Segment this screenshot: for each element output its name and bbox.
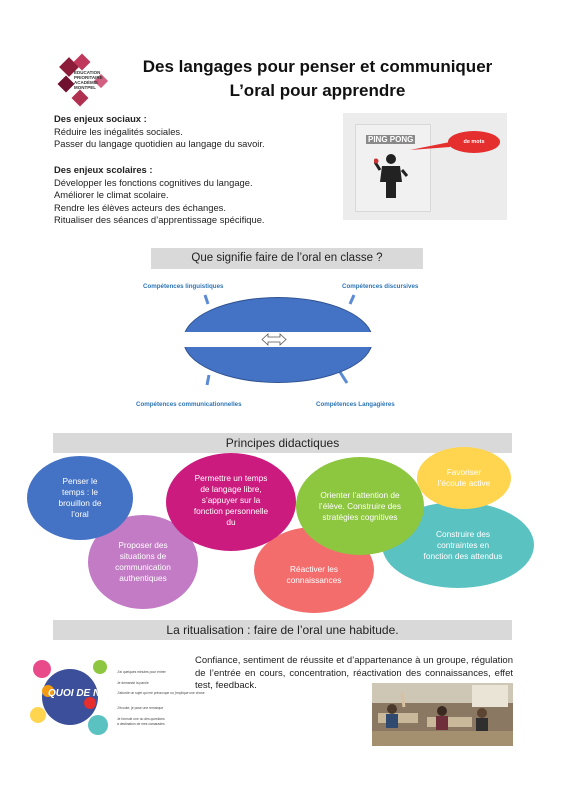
ritual-step: à destination de mes camarades: [117, 722, 165, 726]
quoi-de-neuf-text: QUOI DE NEUF ?: [48, 688, 130, 699]
section-title-oral: Que signifie faire de l’oral en classe ?: [151, 248, 423, 269]
ritual-step: Je demande la parole: [117, 681, 149, 685]
competence-discursive: Compétences discursives: [342, 283, 419, 290]
competence-language: Compétences Langagières: [316, 401, 395, 408]
page-title: Des langages pour penser et communiquer: [142, 57, 493, 76]
school-item: Rendre les élèves acteurs des échanges.: [54, 201, 226, 213]
ritual-step: Je formule une ou des questions: [117, 717, 165, 721]
page-subtitle: L’oral pour apprendre: [229, 81, 406, 100]
quoi-de-neuf-logo: [28, 655, 114, 741]
logo-text: ÉDUCATION PRIORITAIRE ACADÉMIE MONTPEL: [74, 70, 103, 90]
principle-free-language: Permettre un temps de langage libre, s’a…: [166, 453, 296, 551]
school-heading: Des enjeux scolaires :: [54, 164, 153, 175]
double-arrow-icon: [261, 333, 287, 346]
principle-listening: Favoriser l’écoute active: [417, 447, 511, 509]
social-issues: Des enjeux sociaux : Réduire les inégali…: [54, 113, 265, 151]
competence-linguistic: Compétences linguistiques: [143, 283, 224, 290]
school-item: Développer les fonctions cognitives du l…: [54, 176, 253, 188]
school-issues: Des enjeux scolaires : Développer les fo…: [54, 164, 265, 227]
academy-logo: [57, 53, 109, 107]
classroom-photo: [372, 683, 513, 746]
section-title-principles: Principes didactiques: [53, 433, 512, 453]
principle-think-time: Penser le temps : le brouillon de l’oral: [27, 456, 133, 540]
bubble-pointer: [410, 142, 450, 150]
school-item: Ritualiser des séances d’apprentissage s…: [54, 214, 265, 226]
section-title-ritual: La ritualisation : faire de l’oral une h…: [53, 620, 512, 640]
principle-attention: Orienter l’attention de l’élève. Constru…: [296, 457, 424, 555]
pingpong-title: PING PONG: [366, 135, 416, 144]
social-item: Réduire les inégalités sociales.: [54, 125, 183, 137]
school-item: Améliorer le climat scolaire.: [54, 189, 169, 201]
social-heading: Des enjeux sociaux :: [54, 113, 147, 124]
ritual-step: J’écoute, je pose une remarque: [117, 706, 164, 710]
speech-bubble: de mots: [448, 131, 500, 153]
ritual-step: J’aborde un sujet qui me préoccupe ou j’…: [117, 691, 205, 695]
ritual-benefits: Confiance, sentiment de réussite et d’ap…: [195, 655, 513, 691]
player-figure-icon: [374, 154, 408, 198]
competence-arrows: [203, 294, 356, 386]
competence-communication: Compétences communicationnelles: [136, 401, 242, 408]
social-item: Passer du langage quotidien au langage d…: [54, 138, 265, 150]
ritual-step: J’ai quelques minutes pour entrer: [117, 670, 166, 674]
